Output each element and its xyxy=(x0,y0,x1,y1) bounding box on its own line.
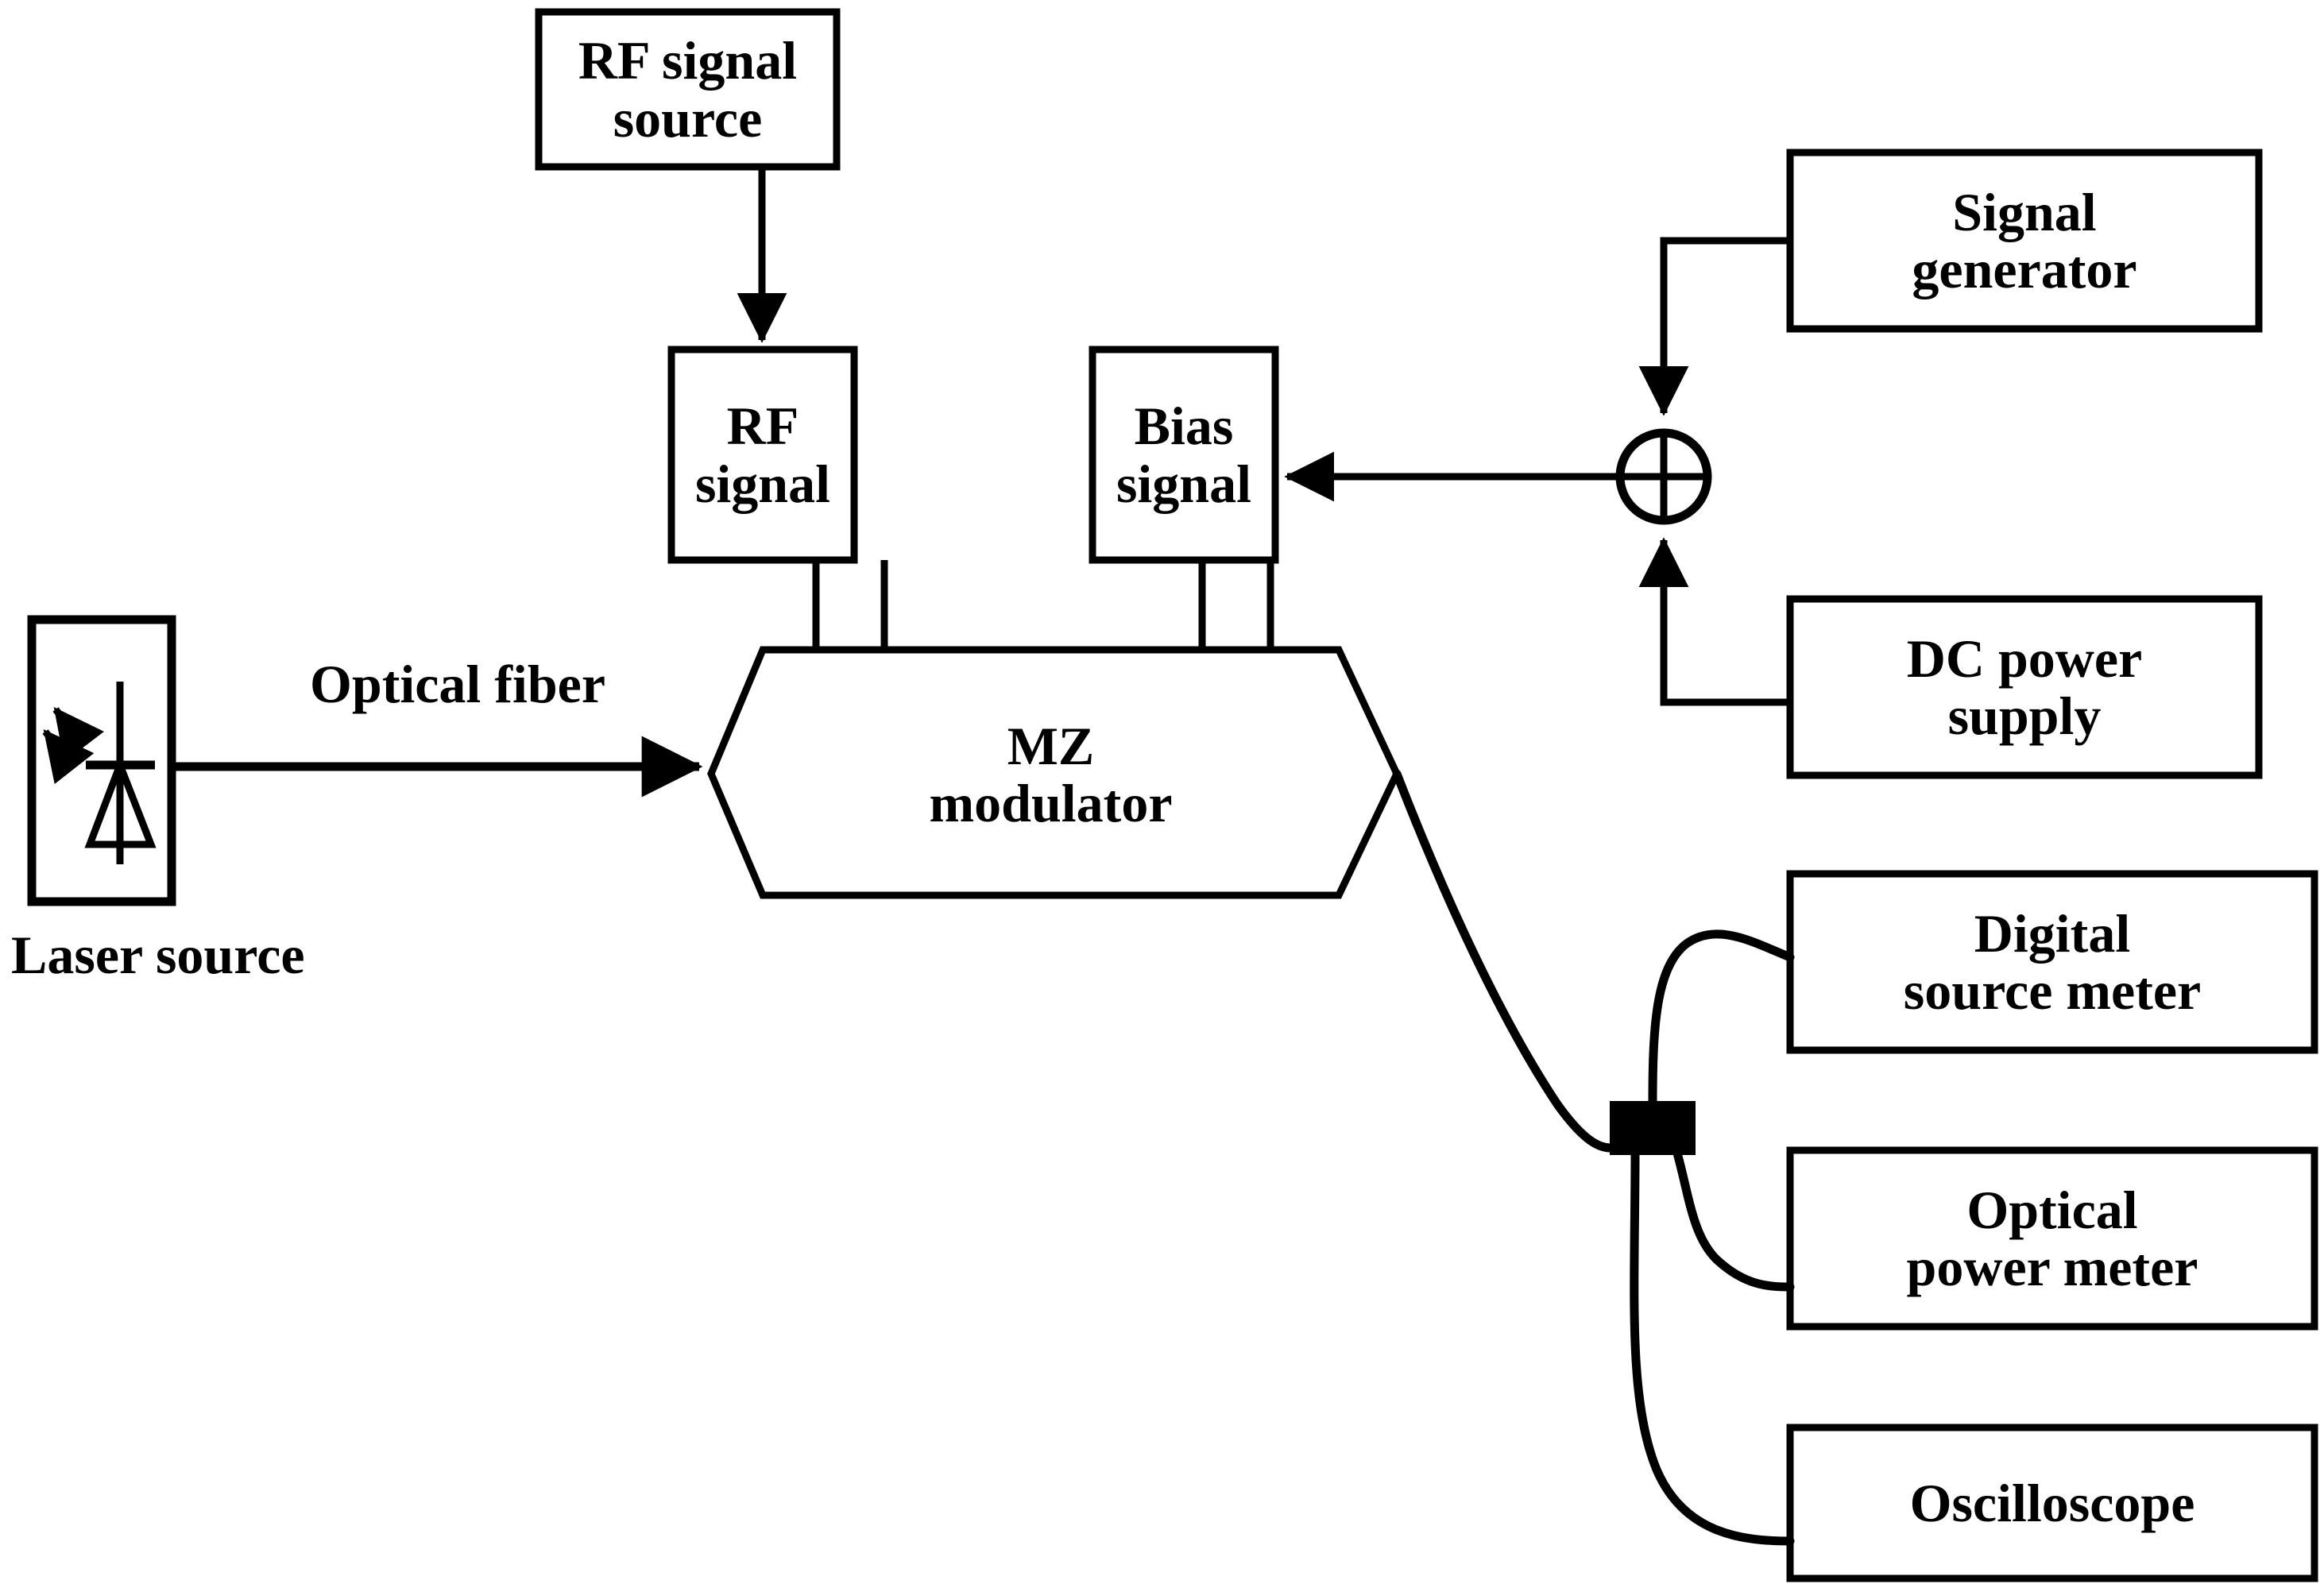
summing-junction-icon xyxy=(1615,428,1712,525)
bias-signal-box[interactable] xyxy=(1089,346,1279,564)
connector-signal-generator-to-summing xyxy=(1638,237,1790,416)
dc-power-supply-box[interactable] xyxy=(1786,595,2263,779)
fiber-splitter-block-icon[interactable] xyxy=(1610,1101,1696,1155)
optical-fiber-caption: Optical fiber xyxy=(310,654,606,714)
fiber-splitter-to-digital-source-meter xyxy=(1648,929,1795,1107)
laser-source-caption: Laser source xyxy=(11,925,305,985)
fiber-mz-to-splitter xyxy=(1392,769,1615,1153)
digital-source-meter-box[interactable] xyxy=(1786,870,2318,1054)
connector-rf-signal-pins xyxy=(812,560,888,651)
oscilloscope-box[interactable] xyxy=(1786,1424,2318,1582)
connector-dc-supply-to-summing xyxy=(1638,537,1790,706)
fiber-splitter-to-optical-power-meter xyxy=(1672,1146,1795,1292)
connector-bias-signal-pins xyxy=(1198,560,1274,651)
rf-signal-source-box[interactable] xyxy=(535,8,841,171)
fiber-splitter-to-oscilloscope xyxy=(1630,1149,1795,1546)
signal-generator-box[interactable] xyxy=(1786,149,2263,333)
rf-signal-box[interactable] xyxy=(667,346,858,564)
laser-diode-icon xyxy=(42,682,157,864)
optical-power-meter-box[interactable] xyxy=(1786,1146,2318,1331)
mz-modulator-hexagon[interactable] xyxy=(707,646,1401,899)
